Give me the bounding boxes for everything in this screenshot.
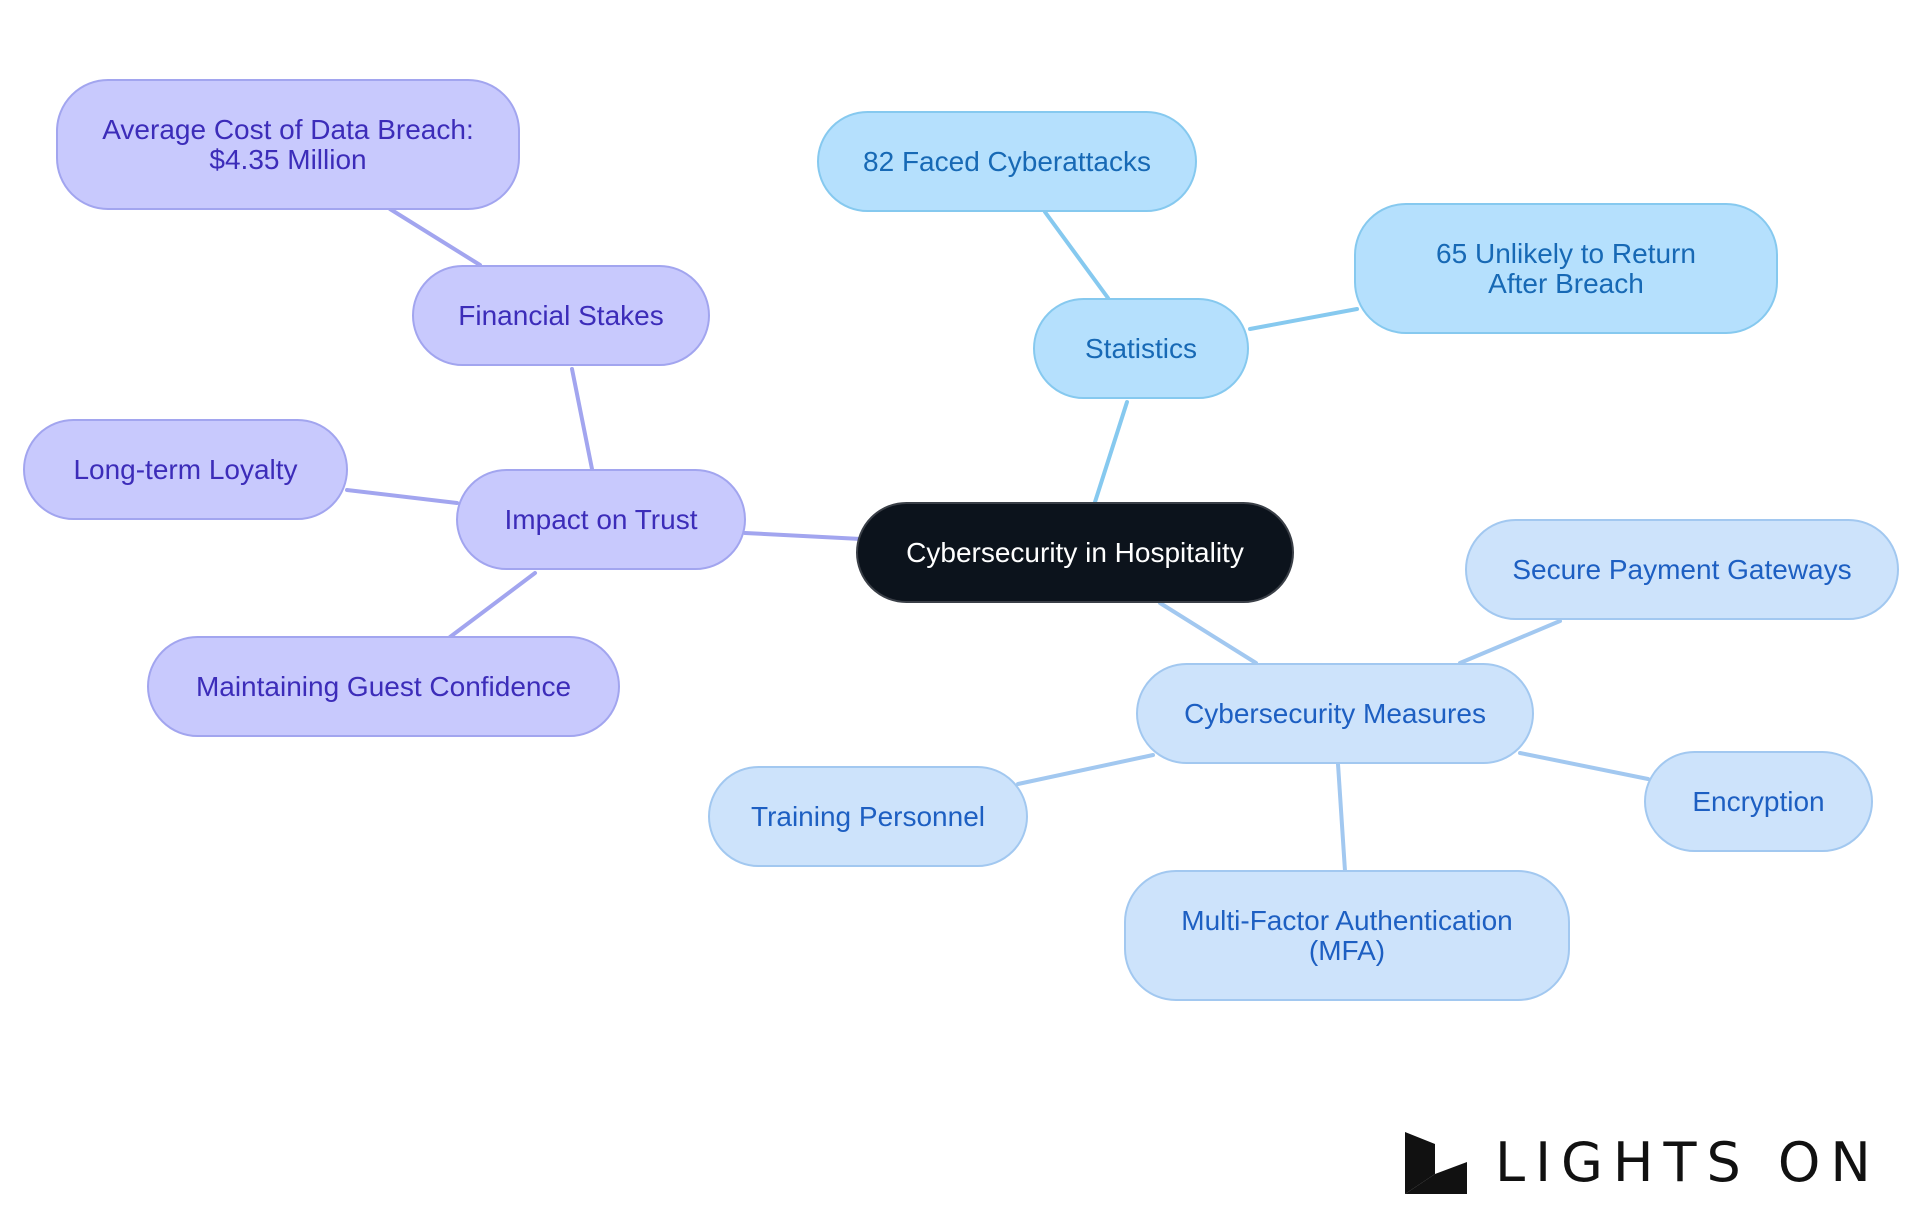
lights-on-logo: LIGHTS ON (1405, 1130, 1881, 1196)
edge-trust-confidence (448, 571, 537, 639)
edge-trust-financial (570, 367, 594, 471)
node-secure-payment-gateways[interactable]: Secure Payment Gateways (1465, 519, 1899, 620)
edge-measures-mfa (1336, 762, 1347, 873)
edge-statistics-return (1248, 307, 1359, 331)
node-impact-on-trust[interactable]: Impact on Trust (456, 469, 746, 570)
node-65-unlikely-to-return[interactable]: 65 Unlikely to Return After Breach (1354, 203, 1778, 334)
node-training-personnel[interactable]: Training Personnel (708, 766, 1028, 867)
node-long-term-loyalty[interactable]: Long-term Loyalty (23, 419, 348, 520)
node-statistics[interactable]: Statistics (1033, 298, 1249, 399)
lights-on-logo-icon (1405, 1132, 1467, 1194)
edge-root-measures (1158, 601, 1258, 665)
edge-root-statistics (1093, 400, 1129, 504)
node-multi-factor-authentication[interactable]: Multi-Factor Authentication (MFA) (1124, 870, 1570, 1001)
edge-measures-training (1016, 753, 1155, 786)
node-82-faced-cyberattacks[interactable]: 82 Faced Cyberattacks (817, 111, 1197, 212)
node-average-cost-data-breach[interactable]: Average Cost of Data Breach: $4.35 Milli… (56, 79, 520, 210)
edge-measures-encryption (1518, 751, 1650, 781)
edge-root-trust (743, 531, 863, 541)
logo-text: LIGHTS ON (1495, 1131, 1881, 1194)
root-node[interactable]: Cybersecurity in Hospitality (856, 502, 1294, 603)
node-maintaining-guest-confidence[interactable]: Maintaining Guest Confidence (147, 636, 620, 737)
edge-trust-loyalty (345, 488, 459, 505)
node-financial-stakes[interactable]: Financial Stakes (412, 265, 710, 366)
edge-measures-payment (1458, 619, 1562, 665)
node-cybersecurity-measures[interactable]: Cybersecurity Measures (1136, 663, 1534, 764)
edge-statistics-cyberattacks (1043, 210, 1110, 300)
node-encryption[interactable]: Encryption (1644, 751, 1873, 852)
edge-financial-breach (388, 207, 482, 267)
